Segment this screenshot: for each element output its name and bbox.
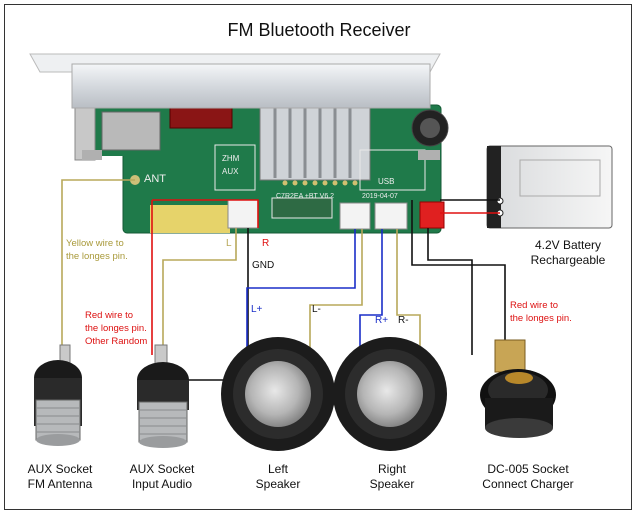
caption-dc-socket-line1: DC-005 Socket [487, 462, 569, 476]
battery-label-line1: 4.2V Battery [534, 238, 602, 252]
module-label: C7R2EA +BT V6.2 [276, 193, 335, 200]
wire-tag-l: L [226, 238, 232, 249]
right-speaker [333, 337, 447, 451]
caption-right-speaker-line2: Speaker [369, 477, 415, 491]
yellow-wire-note: Yellow wire to the longes pin. [66, 237, 128, 263]
left-speaker [221, 337, 335, 451]
front-panel [29, 53, 441, 160]
battery-label-line2: Rechargeable [530, 253, 606, 267]
wire-tag-lplus: L+ [251, 304, 263, 315]
aux-socket-input [137, 344, 189, 448]
wire-tag-rplus: R+ [375, 315, 389, 326]
red-wire-aux-note-line1: Red wire to [85, 310, 134, 321]
aux-board-label: AUX [222, 167, 239, 176]
red-wire-aux-note-line2: the longes pin. [85, 323, 147, 334]
caption-aux-antenna-line1: AUX Socket [27, 462, 93, 476]
caption-left-speaker-line1: Left [267, 462, 288, 476]
yellow-wire-note-line1: Yellow wire to [66, 238, 124, 249]
caption-dc-socket: DC-005 Socket Connect Charger [472, 462, 584, 492]
caption-dc-socket-line2: Connect Charger [482, 477, 574, 491]
red-wire-dc-note-line2: the longes pin. [510, 313, 572, 324]
ant-label: ANT [144, 173, 166, 185]
caption-aux-antenna: AUX Socket FM Antenna [14, 462, 106, 492]
diagram-frame [4, 4, 632, 510]
caption-right-speaker: Right Speaker [350, 462, 434, 492]
caption-aux-input-line1: AUX Socket [129, 462, 195, 476]
dc-socket [480, 339, 556, 438]
aux-socket-antenna [34, 344, 82, 446]
caption-left-speaker: Left Speaker [236, 462, 320, 492]
wire-tag-gnd: GND [252, 260, 275, 271]
wire-tag-rminus: R- [398, 315, 409, 326]
yellow-wire-note-line2: the longes pin. [66, 251, 128, 262]
caption-left-speaker-line2: Speaker [255, 477, 301, 491]
wire-tag-r: R [262, 238, 270, 249]
caption-aux-input-line2: Input Audio [131, 477, 193, 491]
caption-aux-antenna-line2: FM Antenna [27, 477, 93, 491]
zhm-board-label: ZHM [222, 154, 240, 163]
battery-label: 4.2V Battery Rechargeable [518, 238, 618, 268]
red-wire-aux-note: Red wire to the longes pin. Other Random [85, 309, 147, 348]
wire-tag-lminus: L- [312, 304, 321, 315]
caption-right-speaker-line1: Right [377, 462, 406, 476]
red-wire-dc-note: Red wire to the longes pin. [510, 299, 572, 325]
battery [486, 145, 613, 229]
usb-label: USB [378, 177, 395, 186]
red-wire-dc-note-line1: Red wire to [510, 300, 559, 311]
wires [61, 179, 506, 381]
date-label: 2019-04-07 [362, 193, 398, 200]
caption-aux-input: AUX Socket Input Audio [116, 462, 208, 492]
diagram-title: FM Bluetooth Receiver [227, 20, 411, 40]
pcb-board [74, 99, 449, 234]
red-wire-aux-note-line3: Other Random [85, 336, 148, 347]
